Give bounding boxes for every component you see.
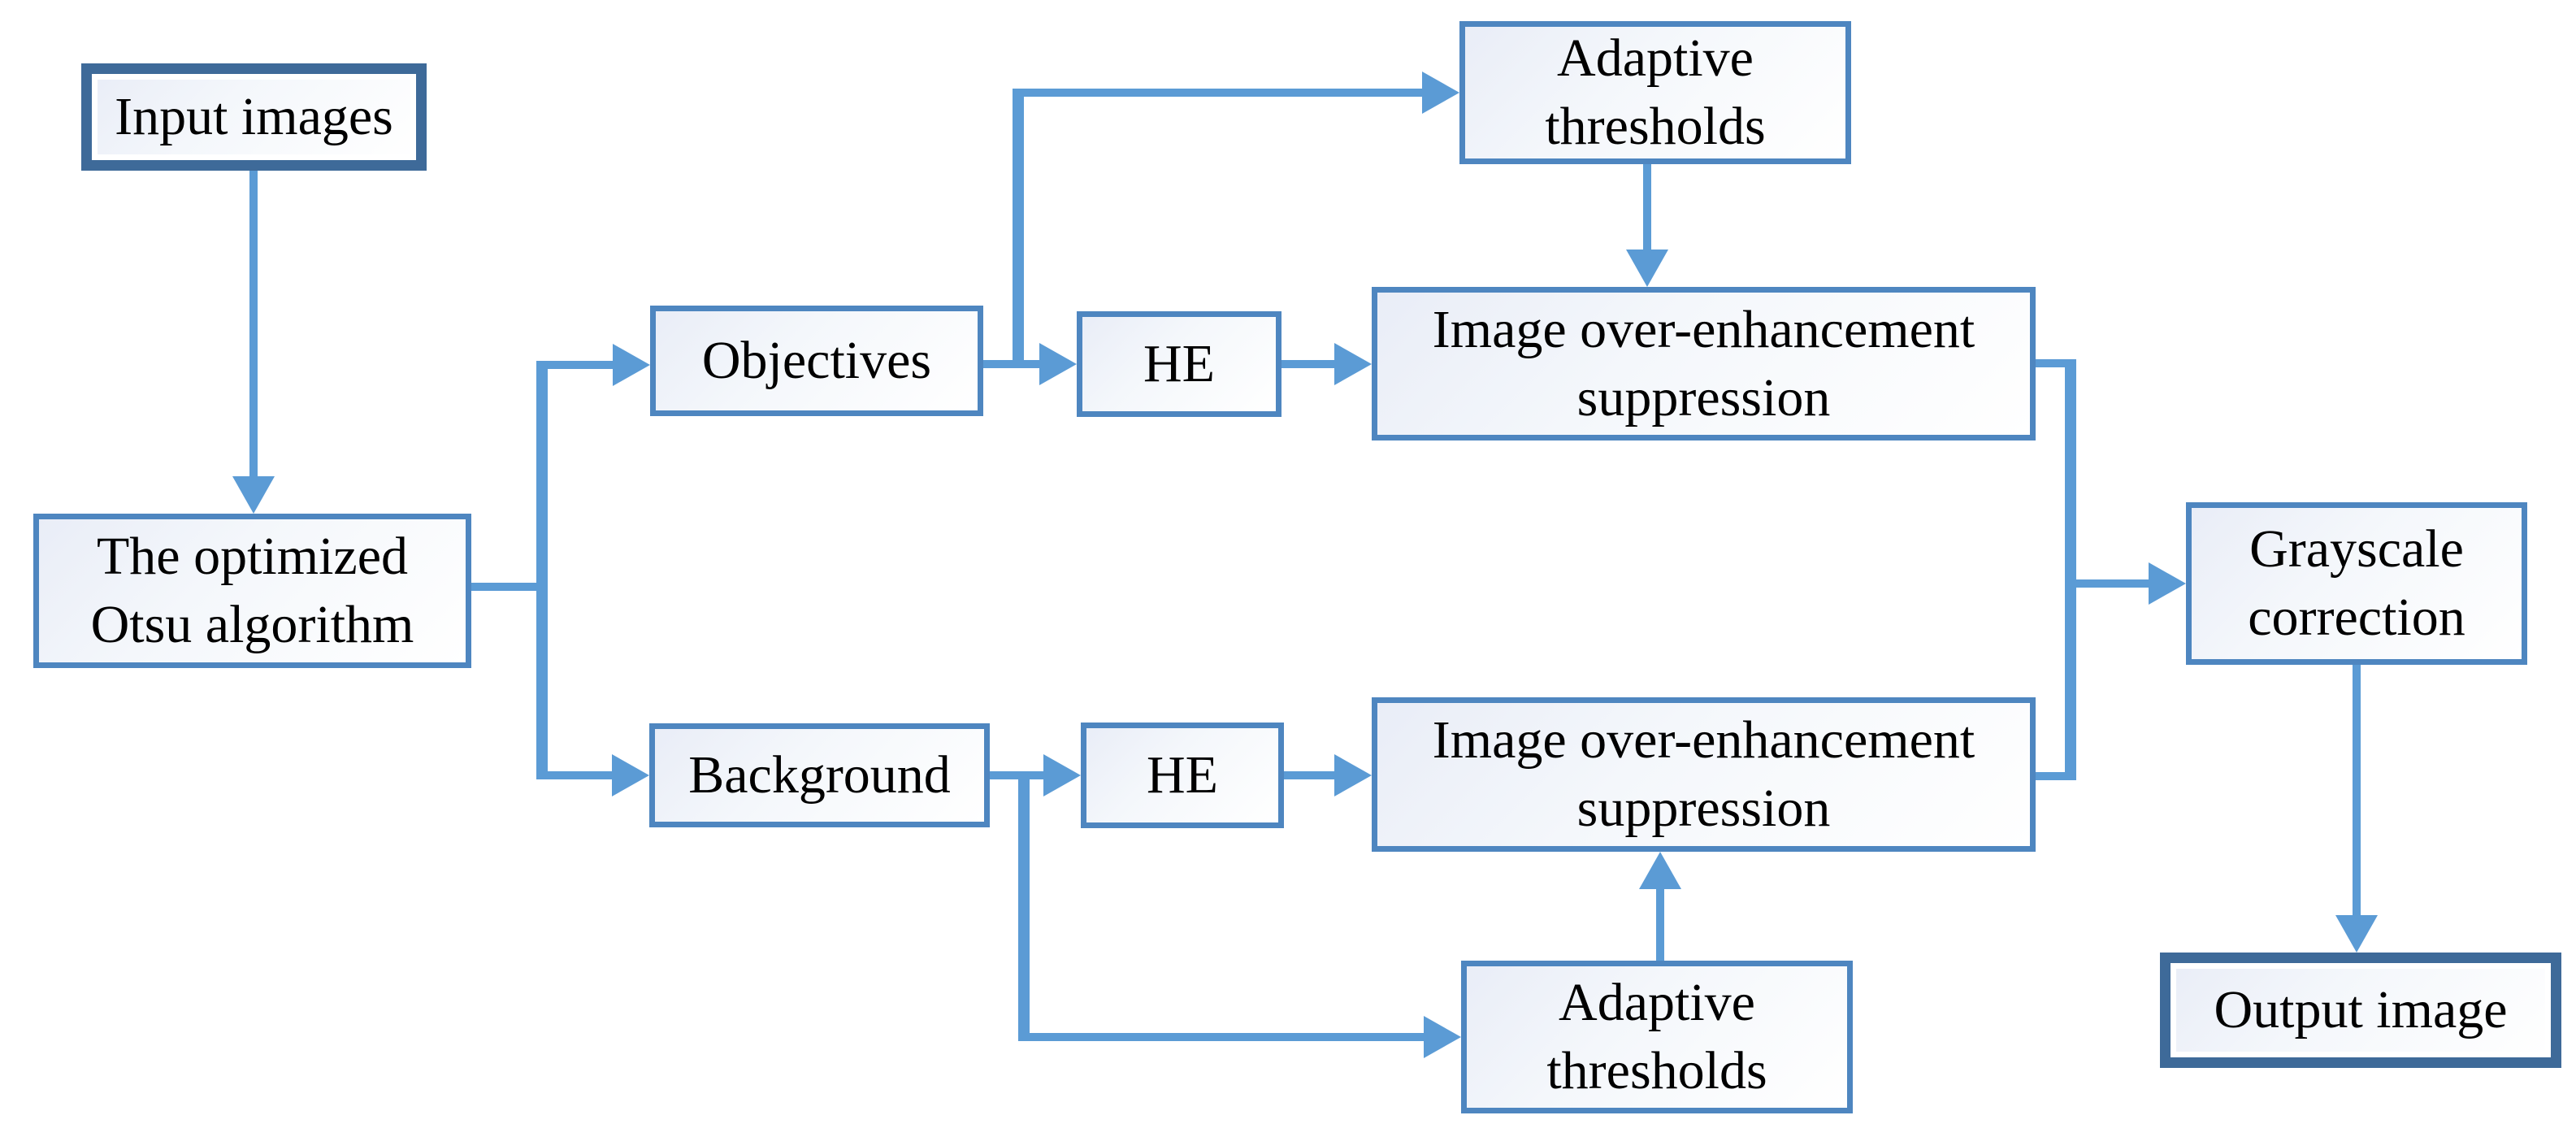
node-adaptive-thresholds-bottom: Adaptive thresholds [1461,961,1853,1113]
merge-rail-line [2065,359,2076,780]
edge-he-suppression-top-arrowhead-icon [1334,343,1372,385]
node-label-line1: Grayscale [2249,519,2464,579]
edge-merge-grayscale-arrowhead-icon [2149,562,2186,605]
edge-input-otsu-line [249,171,258,480]
node-label: Objectives [701,331,932,390]
node-optimized-otsu-algorithm: The optimized Otsu algorithm [33,514,471,668]
edge-trunk-objectives-line [536,361,613,369]
edge-background-adaptive-arrowhead-icon [1424,1016,1461,1058]
node-label-line2: Otsu algorithm [90,595,414,654]
edge-grayscale-output-arrowhead-icon [2335,915,2378,953]
node-suppression-top: Image over-enhancement suppression [1372,287,2036,440]
edge-background-adaptive-dropper-line [1018,771,1030,1041]
edge-adaptive-suppression-bottom-arrowhead-icon [1639,852,1681,889]
node-adaptive-thresholds-top: Adaptive thresholds [1459,21,1851,164]
edge-adaptive-suppression-top-line [1643,164,1651,250]
edge-merge-grayscale-line [2076,579,2149,588]
node-label: Input images [115,87,393,146]
node-background: Background [649,723,990,827]
edge-trunk-background-arrowhead-icon [612,754,649,796]
edge-objectives-adaptive-riser-line [1013,89,1024,368]
edge-trunk-background-line [536,771,613,779]
edge-adaptive-suppression-top-arrowhead-icon [1626,250,1668,287]
node-label-line1: The optimized [96,527,409,586]
edge-suppression-bottom-merge-line [2036,772,2076,780]
node-label-line1: Adaptive [1559,973,1755,1032]
edge-he-suppression-bottom-line [1284,771,1334,779]
trunk-branch-line [536,361,548,779]
node-label-line2: thresholds [1546,1041,1767,1100]
node-label-line1: Image over-enhancement [1432,299,1975,359]
edge-background-adaptive-line [1018,1033,1424,1041]
edge-he-suppression-top-line [1281,360,1334,368]
node-he-top: HE [1077,311,1281,417]
node-label-line1: Adaptive [1557,28,1754,88]
node-objectives: Objectives [650,306,983,416]
node-label-line2: correction [2248,588,2465,647]
node-label: HE [1147,745,1218,805]
edge-background-he-line [990,771,1043,779]
edge-trunk-objectives-arrowhead-icon [613,344,650,386]
node-label-line2: thresholds [1545,97,1766,156]
node-output-image: Output image [2160,953,2561,1068]
edge-objectives-he-line [983,360,1039,368]
node-label: Output image [2214,980,2508,1039]
node-label: Background [688,745,951,805]
edge-suppression-top-merge-line [2036,359,2076,367]
edge-objectives-adaptive-line [1013,89,1422,97]
node-label-line2: suppression [1576,367,1831,427]
edge-otsu-trunk-line [471,583,548,591]
edge-he-suppression-bottom-arrowhead-icon [1334,754,1372,796]
edge-objectives-adaptive-arrowhead-icon [1422,72,1459,114]
edge-input-otsu-arrowhead-icon [232,476,275,514]
node-label: HE [1143,334,1215,393]
edge-objectives-he-arrowhead-icon [1039,343,1077,385]
node-label-line1: Image over-enhancement [1432,710,1975,770]
node-input-images: Input images [81,63,427,171]
node-he-bottom: HE [1081,723,1284,828]
edge-adaptive-suppression-bottom-line [1656,889,1664,961]
node-label-line2: suppression [1576,779,1831,838]
node-grayscale-correction: Grayscale correction [2186,502,2527,665]
node-suppression-bottom: Image over-enhancement suppression [1372,697,2036,852]
edge-background-he-arrowhead-icon [1043,754,1081,796]
edge-grayscale-output-line [2353,665,2361,915]
